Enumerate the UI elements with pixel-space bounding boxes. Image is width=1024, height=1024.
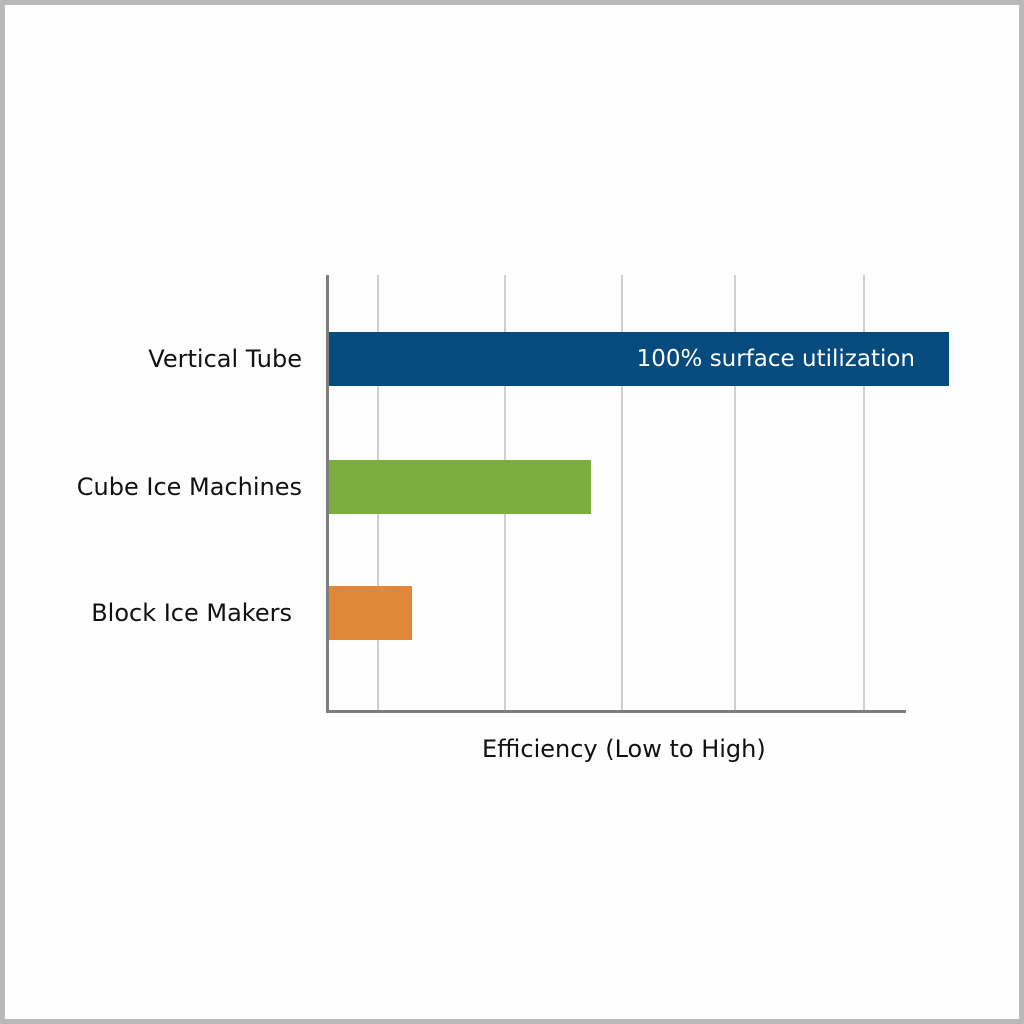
gridline [734, 275, 736, 712]
y-axis [326, 275, 329, 713]
category-label: Block Ice Makers [91, 599, 292, 627]
bar-annotation: 100% surface utilization [636, 346, 915, 372]
x-axis [326, 710, 906, 713]
category-label: Cube Ice Machines [76, 473, 302, 501]
gridline [621, 275, 623, 712]
category-label: Vertical Tube [148, 345, 302, 373]
bar-block-ice-makers [329, 586, 412, 640]
bar-vertical-tube: 100% surface utilization [329, 332, 949, 386]
bar-cube-ice-machines [329, 460, 591, 514]
x-axis-title: Efficiency (Low to High) [482, 735, 766, 763]
gridline [863, 275, 865, 712]
